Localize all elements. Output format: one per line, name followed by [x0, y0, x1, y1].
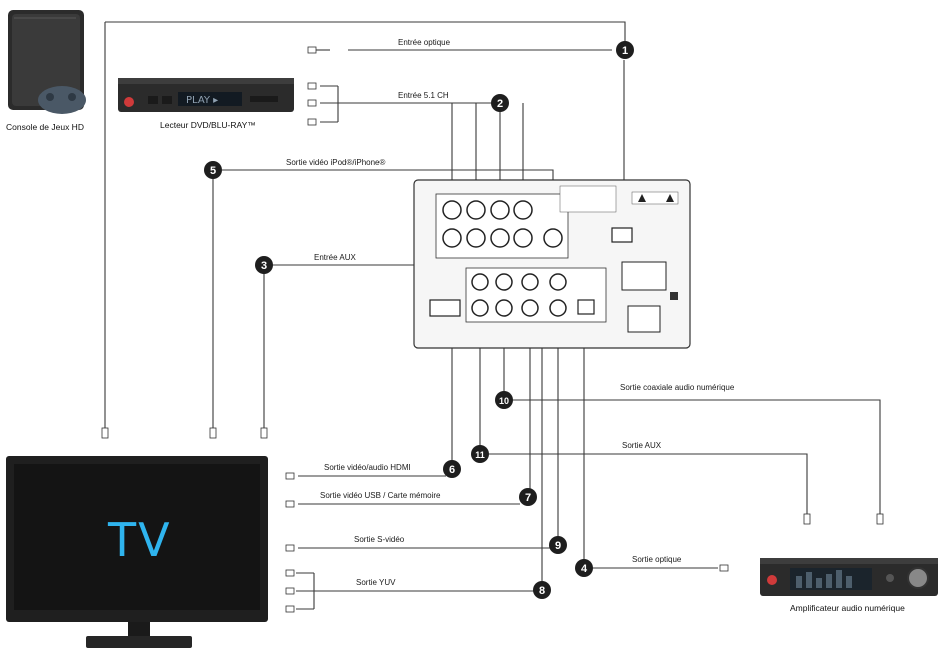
television: TV [6, 456, 268, 648]
plug-ends [101, 46, 884, 613]
panel-optical-port [611, 227, 633, 243]
volume-knob-icon [907, 567, 929, 589]
console-label: Console de Jeux HD [6, 122, 84, 132]
rear-panel [413, 179, 691, 349]
label-optical-out: Sortie optique [632, 555, 682, 564]
label-yuv-out: Sortie YUV [356, 578, 396, 587]
panel-ports-upper [435, 193, 569, 259]
connection-labels: Entrée optique Entrée 5.1 CH Sortie vidé… [286, 38, 735, 587]
plug-optical-out [719, 564, 729, 572]
amplifier: Amplificateur audio numérique [760, 558, 938, 613]
svg-text:6: 6 [449, 464, 455, 476]
badges: 1 2 3 4 5 6 7 8 9 10 11 [204, 41, 634, 599]
plug-hdmi [285, 472, 295, 480]
tv-screen-text: TV [107, 513, 172, 567]
plug-svideo [285, 544, 295, 552]
amp-power-icon [767, 575, 777, 585]
plug-51-a [307, 82, 317, 90]
badge-6: 6 [443, 460, 461, 478]
svg-text:1: 1 [622, 45, 628, 57]
dvd-display: PLAY ▸ [186, 95, 218, 106]
plug-tv-3 [260, 427, 268, 439]
svg-text:4: 4 [581, 563, 588, 575]
label-svideo-out: Sortie S-vidéo [354, 535, 405, 544]
label-51-in: Entrée 5.1 CH [398, 91, 449, 100]
plug-optical-in [307, 46, 330, 54]
dvd-label: Lecteur DVD/BLU-RAY™ [160, 120, 256, 130]
label-aux-in: Entrée AUX [314, 253, 356, 262]
game-console: Console de Jeux HD [6, 10, 86, 132]
label-hdmi-out: Sortie vidéo/audio HDMI [324, 463, 411, 472]
svg-text:9: 9 [555, 540, 561, 552]
svg-text:7: 7 [525, 492, 531, 504]
badge-3: 3 [255, 256, 273, 274]
plug-tv-2 [209, 427, 217, 439]
label-coax-out: Sortie coaxiale audio numérique [620, 383, 735, 392]
badge-4: 4 [575, 559, 593, 577]
label-usb-out: Sortie vidéo USB / Carte mémoire [320, 491, 441, 500]
svg-text:3: 3 [261, 260, 267, 272]
badge-2: 2 [491, 94, 509, 112]
plug-yuv-b [285, 587, 295, 595]
label-optical-in: Entrée optique [398, 38, 451, 47]
plug-51-b [307, 99, 317, 107]
amplifier-label: Amplificateur audio numérique [790, 603, 905, 613]
svg-text:5: 5 [210, 165, 216, 177]
badge-10: 10 [495, 391, 513, 409]
badge-7: 7 [519, 488, 537, 506]
panel-warning-labels [559, 185, 679, 213]
gamepad-icon [38, 86, 86, 114]
plug-yuv-a [285, 569, 295, 577]
badge-9: 9 [549, 536, 567, 554]
plug-coax-out [876, 513, 884, 525]
plug-yuv-c [285, 605, 295, 613]
plug-usb [285, 500, 295, 508]
svg-text:10: 10 [499, 396, 509, 406]
label-aux-out: Sortie AUX [622, 441, 662, 450]
panel-ports-lower [429, 267, 607, 323]
panel-power-area [621, 261, 678, 333]
svg-text:8: 8 [539, 585, 545, 597]
plug-aux-out [803, 513, 811, 525]
badge-5: 5 [204, 161, 222, 179]
svg-text:11: 11 [475, 450, 485, 460]
dvd-player: PLAY ▸ Lecteur DVD/BLU-RAY™ [118, 78, 294, 130]
plug-51-c [307, 118, 317, 126]
label-ipod-video: Sortie vidéo iPod®/iPhone® [286, 158, 386, 167]
badge-11: 11 [471, 445, 489, 463]
power-button-icon [124, 97, 134, 107]
svg-text:2: 2 [497, 98, 503, 110]
badge-1: 1 [616, 41, 634, 59]
plug-tv-1 [101, 427, 109, 439]
badge-8: 8 [533, 581, 551, 599]
